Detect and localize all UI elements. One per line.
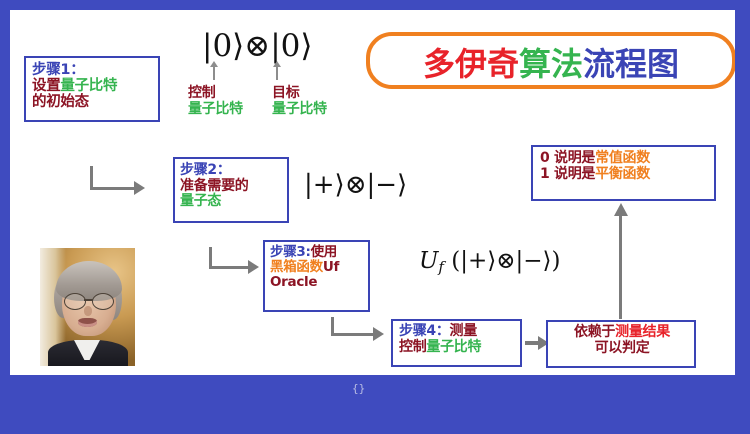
step3-line2-b: Uf: [322, 259, 340, 276]
step2-heading: 步骤2：: [180, 162, 231, 178]
result-line1-a: 依赖于: [574, 324, 616, 340]
step4-heading: 步骤4：测量: [399, 323, 516, 340]
step3-line2-a: 黑箱函数: [270, 259, 323, 276]
pointer-arrow-control-icon: [210, 61, 218, 80]
result-box[interactable]: 依赖于测量结果 可以判定: [546, 320, 696, 368]
formula-oracle-subscript: f: [438, 258, 444, 276]
step4-heading-b: 测量: [449, 323, 478, 339]
formula-oracle-applied: Uf (|+⟩⊗|−⟩): [419, 248, 560, 276]
verdict-line1-b: 常值函数: [595, 150, 650, 166]
step3-heading-a: 步骤3:: [270, 244, 311, 260]
annotation-control-line1: 控制: [188, 85, 216, 101]
bottom-artifact-glyph: {}: [352, 382, 366, 395]
formula-initial-state: |0⟩⊗|0⟩: [202, 28, 313, 64]
step1-line2-a: 设置: [32, 78, 61, 95]
step2-line2: 准备需要的: [180, 177, 249, 194]
annotation-target-qubit: 目标 量子比特: [272, 85, 327, 117]
slide-canvas: 多伊奇算法流程图 |0⟩⊗|0⟩ 控制 量子比特 目标 量子比特 步骤1： 设置…: [10, 10, 735, 375]
title-part-2: 算法: [518, 45, 583, 83]
arrow-step4-to-result-icon: [525, 336, 549, 350]
step2-box[interactable]: 步骤2： 准备需要的 量子态: [173, 157, 289, 223]
annotation-target-line1: 目标: [272, 85, 300, 101]
title-text: 多伊奇算法流程图: [366, 39, 735, 85]
step3-heading: 步骤3:使用: [270, 244, 365, 260]
result-line1-b: 测量结果: [615, 324, 670, 340]
slide-title: 多伊奇算法流程图: [366, 32, 735, 89]
step4-line2: 控制量子比特: [399, 338, 516, 356]
step4-line2-a: 控制: [399, 338, 427, 355]
formula-oracle-rest: (|+⟩⊗|−⟩): [451, 248, 561, 274]
step3-line3: Oracle: [270, 274, 318, 291]
portrait-photo: [40, 248, 135, 366]
result-line1: 依赖于测量结果: [554, 324, 690, 341]
verdict-line1: 0 说明是常值函数: [540, 150, 710, 167]
arrow-result-to-verdict-icon: [614, 203, 628, 319]
step4-line2-b: 量子比特: [426, 338, 482, 355]
formula-oracle-u: U: [419, 248, 439, 274]
annotation-control-line2: 量子比特: [188, 100, 243, 117]
arrow-step1-to-step2-icon: [90, 166, 156, 196]
result-line2: 可以判定: [594, 339, 650, 356]
step1-line3: 的初始态: [32, 94, 89, 111]
step3-line2: 黑箱函数Uf: [270, 260, 365, 275]
arrow-step2-to-step3-icon: [209, 247, 269, 277]
glasses-icon: [64, 293, 114, 310]
step1-line2: 设置量子比特: [32, 78, 153, 94]
title-part-3: 流程图: [583, 45, 680, 83]
step1-line2-b: 量子比特: [60, 78, 118, 95]
title-part-1: 多伊奇: [422, 45, 519, 83]
step1-box[interactable]: 步骤1： 设置量子比特 的初始态: [24, 56, 160, 122]
arrow-step3-to-step4-icon: [331, 317, 393, 345]
verdict-line2-a: 1 说明是: [540, 165, 596, 182]
step1-heading: 步骤1：: [32, 62, 85, 78]
title-frame-rounded-rect: [366, 32, 735, 89]
step4-heading-a: 步骤4：: [399, 323, 450, 339]
pointer-arrow-target-icon: [273, 61, 281, 80]
verdict-line2: 1 说明是平衡函数: [540, 165, 710, 183]
step4-box[interactable]: 步骤4：测量 控制量子比特: [391, 319, 522, 367]
step2-line3: 量子态: [180, 193, 222, 210]
verdict-box[interactable]: 0 说明是常值函数 1 说明是平衡函数: [531, 145, 716, 201]
verdict-line2-b: 平衡函数: [595, 165, 650, 182]
annotation-control-qubit: 控制 量子比特: [188, 85, 243, 117]
formula-prepared-state: |+⟩⊗|−⟩: [304, 170, 408, 200]
annotation-target-line2: 量子比特: [272, 100, 327, 117]
step3-box[interactable]: 步骤3:使用 黑箱函数Uf Oracle: [263, 240, 370, 312]
step3-heading-b: 使用: [310, 244, 338, 260]
verdict-line1-a: 0 说明是: [540, 150, 596, 166]
